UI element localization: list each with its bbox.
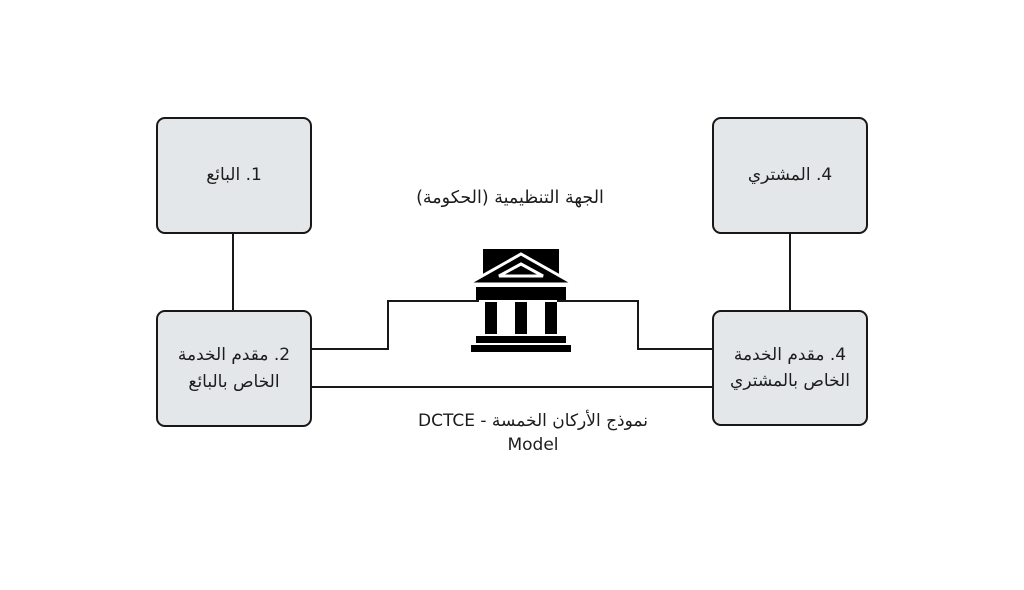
node-seller-label: 1. البائع bbox=[206, 165, 262, 186]
node-buyer-service-provider: 4. مقدم الخدمة الخاص بالمشتري bbox=[712, 310, 868, 426]
model-caption-line1: نموذج الأركان الخمسة - DCTCE bbox=[418, 411, 648, 431]
label-line-2: الخاص بالمشتري bbox=[730, 371, 850, 391]
connector-seller-sp-step-vertical bbox=[387, 300, 389, 350]
label-line-2: الخاص بالبائع bbox=[188, 371, 280, 392]
connector-regulator-to-buyer-sp bbox=[557, 300, 639, 302]
bank-building-icon bbox=[466, 249, 576, 352]
label-line-1: 4. مقدم الخدمة bbox=[733, 344, 847, 365]
connector-seller-sp-step-horizontal bbox=[310, 348, 389, 350]
node-seller-service-provider: 2. مقدم الخدمة الخاص بالبائع bbox=[156, 310, 312, 427]
label-line-1: 2. مقدم الخدمة bbox=[177, 345, 291, 366]
node-buyer-label: 4. المشتري bbox=[747, 165, 833, 186]
node-buyer: 4. المشتري bbox=[712, 117, 868, 234]
connector-seller-sp-to-buyer-sp bbox=[310, 386, 715, 388]
model-caption: نموذج الأركان الخمسة - DCTCE Model bbox=[398, 409, 668, 457]
node-seller-service-provider-label: 2. مقدم الخدمة الخاص بالبائع bbox=[178, 342, 290, 395]
connector-buyer-to-buyer-sp bbox=[789, 233, 791, 311]
connector-buyer-sp-step-horizontal bbox=[637, 348, 715, 350]
connector-seller-sp-to-regulator bbox=[389, 300, 479, 302]
node-seller: 1. البائع bbox=[156, 117, 312, 234]
model-caption-line2: Model bbox=[507, 435, 559, 455]
regulator-label: الجهة التنظيمية (الحكومة) bbox=[416, 188, 604, 208]
connector-seller-to-seller-sp bbox=[232, 233, 234, 311]
node-buyer-service-provider-label: 4. مقدم الخدمة الخاص بالمشتري bbox=[730, 342, 850, 395]
connector-buyer-sp-step-vertical bbox=[637, 300, 639, 350]
